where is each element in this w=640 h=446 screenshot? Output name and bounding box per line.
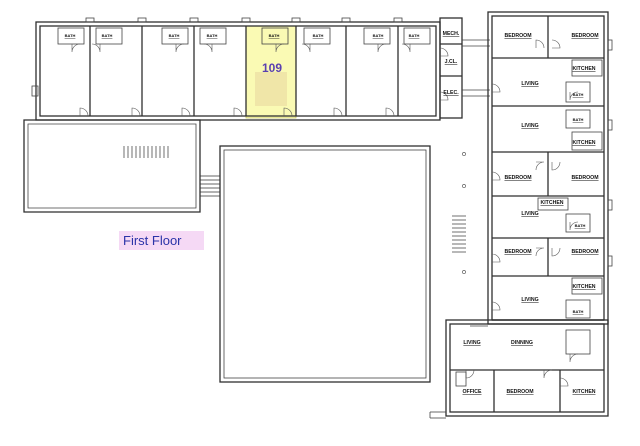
- bedroom-label: BEDROOM: [506, 389, 533, 395]
- kitchen-label: KITCHEN: [572, 389, 595, 395]
- kitchen-label: KITCHEN: [540, 200, 563, 206]
- room-number-109: 109: [262, 61, 282, 75]
- dinning-label: DINNING: [511, 340, 533, 346]
- bedroom-label: BEDROOM: [504, 249, 531, 255]
- bedroom-label: BEDROOM: [571, 175, 598, 181]
- service-rooms: [439, 17, 490, 119]
- north-wing: [31, 17, 441, 121]
- living-label: LIVING: [521, 123, 538, 129]
- living-label: LIVING: [521, 211, 538, 217]
- bath-label: BATH: [65, 33, 76, 38]
- bedroom-label: BEDROOM: [504, 33, 531, 39]
- living-label: LIVING: [463, 340, 480, 346]
- bath-label: BATH: [373, 33, 384, 38]
- east-wing: [487, 11, 613, 325]
- bedroom-label: BEDROOM: [571, 33, 598, 39]
- living-label: LIVING: [521, 297, 538, 303]
- bath-label: BATH: [102, 33, 113, 38]
- office-label: OFFICE: [462, 389, 482, 395]
- bath-label: BATH: [409, 33, 420, 38]
- courtyard: [219, 145, 431, 383]
- bath-label: BATH: [575, 223, 586, 228]
- east-stair: [452, 152, 488, 327]
- bedroom-label: BEDROOM: [504, 175, 531, 181]
- bedroom-label: BEDROOM: [571, 249, 598, 255]
- living-label: LIVING: [521, 81, 538, 87]
- bath-label: BATH: [207, 33, 218, 38]
- bath-label: BATH: [573, 92, 584, 97]
- bath-label: BATH: [313, 33, 324, 38]
- janitor-closet-label: J.CL.: [445, 59, 458, 65]
- mech-room-label: MECH.: [443, 31, 460, 37]
- bath-label: BATH: [573, 117, 584, 122]
- southeast-wing: [429, 319, 609, 419]
- kitchen-label: KITCHEN: [572, 66, 595, 72]
- floor-label: First Floor: [119, 231, 204, 250]
- west-lobby: [23, 119, 220, 213]
- bath-label: BATH: [573, 309, 584, 314]
- elec-room-label: ELEC.: [443, 90, 459, 96]
- kitchen-label: KITCHEN: [572, 140, 595, 146]
- bath-label: BATH: [269, 33, 280, 38]
- kitchen-label: KITCHEN: [572, 284, 595, 290]
- bath-label: BATH: [169, 33, 180, 38]
